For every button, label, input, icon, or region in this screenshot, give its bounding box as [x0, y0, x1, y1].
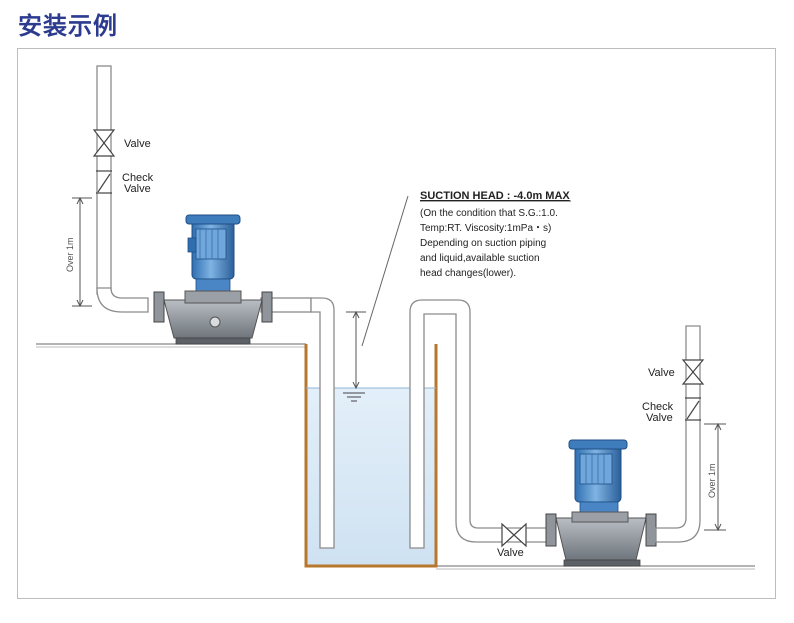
discharge-pipe-right — [655, 325, 701, 543]
label-over-1m-left: Over 1m — [65, 237, 75, 272]
suction-note-line2: Temp:RT. Viscosity:1mPa・s) — [420, 223, 551, 234]
label-over-1m-right: Over 1m — [707, 463, 717, 498]
suction-note-line1: (On the condition that S.G.:1.0. — [420, 208, 558, 219]
suction-note-line3: Depending on suction piping — [420, 238, 546, 249]
suction-head-dimension — [346, 195, 409, 390]
label-check-valve-right-1: Check — [642, 401, 674, 413]
dimension-over-1m-right — [704, 422, 726, 532]
supply-pipe-lower — [409, 299, 549, 549]
valve-icon-bottom — [501, 522, 527, 548]
suction-note-line5: head changes(lower). — [420, 268, 516, 279]
suction-pipe — [310, 297, 335, 549]
dimension-over-1m-left — [72, 196, 92, 308]
discharge-pipe-left — [96, 65, 312, 313]
lower-floor — [436, 565, 755, 570]
water-level-icon — [343, 392, 365, 402]
suction-note-heading: SUCTION HEAD : -4.0m MAX — [420, 190, 570, 202]
pump-lower — [545, 439, 657, 567]
label-valve-bottom: Valve — [497, 547, 524, 559]
suction-note: SUCTION HEAD : -4.0m MAX (On the conditi… — [420, 190, 571, 279]
label-check-valve-right-2: Valve — [646, 412, 673, 424]
valve-icon-right — [681, 359, 705, 385]
suction-note-line4: and liquid,available suction — [420, 253, 540, 264]
page-title: 安装示例 — [18, 12, 118, 40]
pump-upper — [153, 214, 273, 345]
valve-icon-top — [92, 129, 116, 157]
label-check-valve-top-1: Check — [122, 172, 154, 184]
label-check-valve-top-2: Valve — [124, 183, 151, 195]
check-valve-icon-right — [685, 397, 701, 421]
upper-floor — [36, 343, 306, 348]
check-valve-icon-top — [96, 170, 112, 194]
label-valve-right: Valve — [648, 367, 675, 379]
label-valve-top: Valve — [124, 138, 151, 150]
